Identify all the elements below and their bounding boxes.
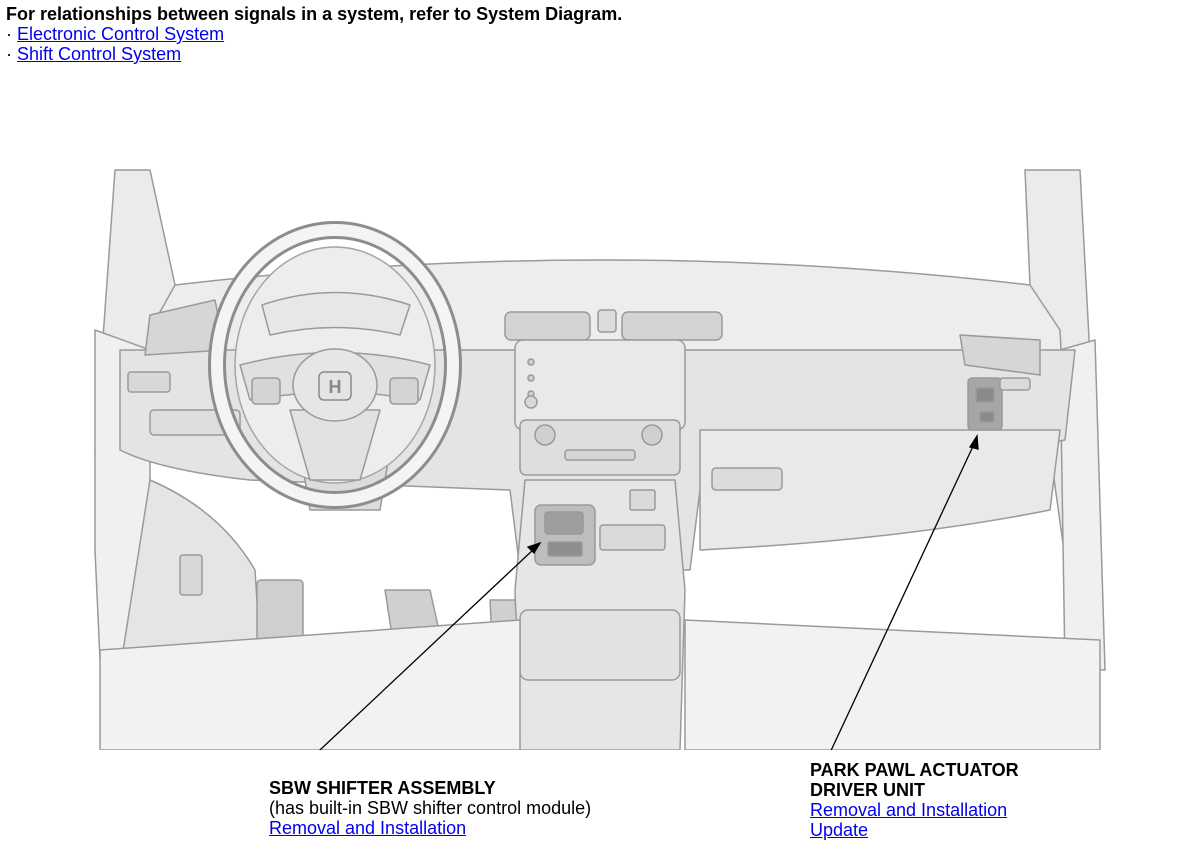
ppa-title-line2: DRIVER UNIT <box>810 780 926 800</box>
hood-release <box>179 554 203 596</box>
lower-console <box>519 609 681 681</box>
glove-box-handle <box>711 467 783 491</box>
floor <box>99 619 521 750</box>
ppa-leader-arrow <box>968 434 979 450</box>
center-vent-left <box>504 311 591 341</box>
honda-badge: H <box>318 371 352 401</box>
sbw-leader-line <box>318 547 536 750</box>
glove-box <box>699 429 1061 551</box>
sbw-note: (has built-in SBW shifter control module… <box>269 798 592 818</box>
ppa-update-link[interactable]: Update <box>810 820 869 840</box>
ppa-title-line1: PARK PAWL ACTUATOR <box>810 760 1019 780</box>
dashboard-illustration: H <box>94 169 1106 750</box>
link-row-electronic: · Electronic Control System <box>6 24 622 44</box>
ppa-leader-line <box>830 441 976 750</box>
electronic-control-system-link[interactable]: Electronic Control System <box>17 24 225 44</box>
hazard-switch <box>597 309 617 333</box>
floor-right <box>684 619 1101 750</box>
intro-text: For relationships between signals in a s… <box>6 4 623 24</box>
steering-wheel <box>208 221 462 509</box>
climate-panel <box>519 419 681 476</box>
center-display <box>514 339 686 431</box>
intro-block: For relationships between signals in a s… <box>6 4 622 64</box>
right-door <box>1059 339 1106 671</box>
sbw-leader-arrow <box>526 541 542 555</box>
svg-text:H: H <box>329 377 342 397</box>
bullet: · <box>6 44 12 64</box>
link-row-shift: · Shift Control System <box>6 44 622 64</box>
park-pawl-callout: PARK PAWL ACTUATOR DRIVER UNIT Removal a… <box>810 760 1019 840</box>
sbw-title: SBW SHIFTER ASSEMBLY <box>269 778 496 798</box>
sbw-removal-installation-link[interactable]: Removal and Installation <box>269 818 467 838</box>
ppa-removal-installation-link[interactable]: Removal and Installation <box>810 800 1008 820</box>
right-vent <box>959 334 1041 376</box>
shift-control-system-link[interactable]: Shift Control System <box>17 44 182 64</box>
left-switch-panel <box>127 371 171 393</box>
sbw-shifter-callout: SBW SHIFTER ASSEMBLY (has built-in SBW s… <box>269 778 591 838</box>
bullet: · <box>6 24 12 44</box>
center-vent-right <box>621 311 723 341</box>
